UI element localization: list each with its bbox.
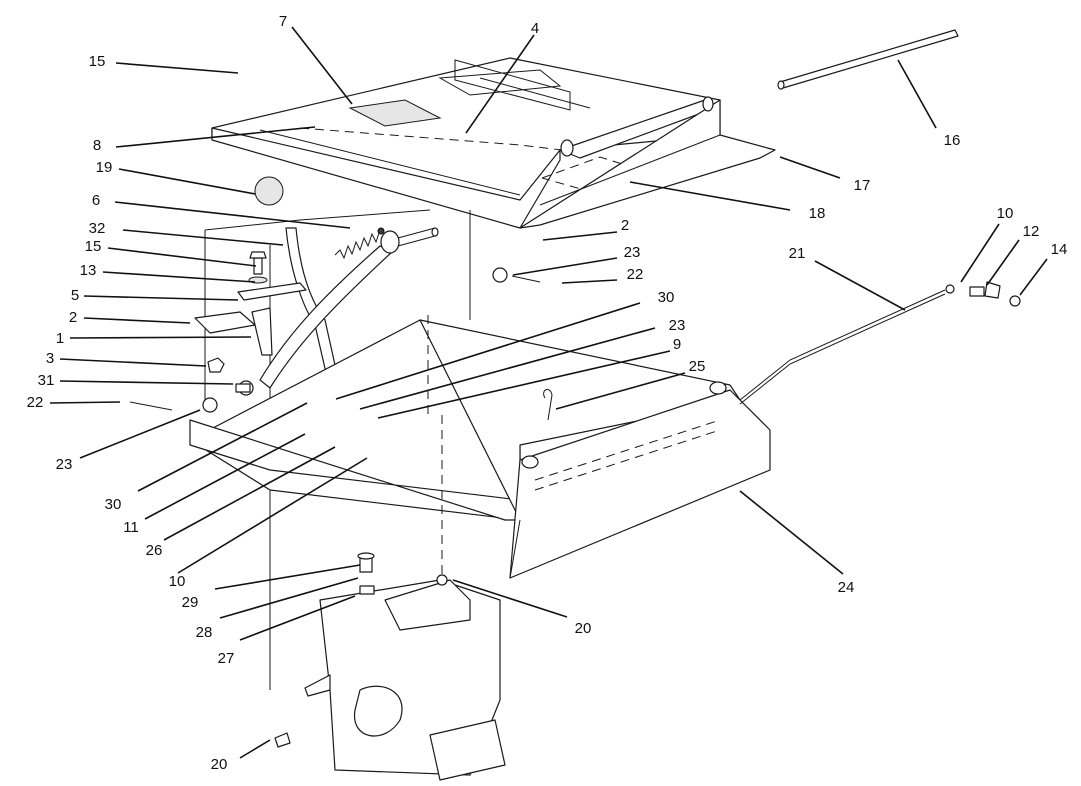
callout-6: 6 xyxy=(92,192,100,209)
callout-20-center: 20 xyxy=(575,620,592,637)
callout-23-left: 23 xyxy=(56,456,73,473)
callout-7: 7 xyxy=(279,13,287,30)
callout-labels: 15 7 4 8 19 6 32 15 13 5 2 1 3 31 22 23 … xyxy=(27,13,1068,773)
callout-19: 19 xyxy=(96,159,113,176)
callout-22-right: 22 xyxy=(627,266,644,283)
spring xyxy=(334,227,385,260)
callout-30-right: 30 xyxy=(658,289,675,306)
callout-13: 13 xyxy=(80,262,97,279)
callout-10-left: 10 xyxy=(169,573,186,590)
seat-rail xyxy=(519,96,776,229)
callout-31: 31 xyxy=(38,372,55,389)
callout-4: 4 xyxy=(531,20,539,37)
callout-17: 17 xyxy=(854,177,871,194)
callout-14: 14 xyxy=(1051,241,1068,258)
callout-9: 9 xyxy=(673,336,681,353)
callout-2-left: 2 xyxy=(69,309,77,326)
callout-29: 29 xyxy=(182,594,199,611)
callout-21: 21 xyxy=(789,245,806,262)
adjustment-rod xyxy=(777,29,959,90)
callout-3: 3 xyxy=(46,350,54,367)
callout-22-left: 22 xyxy=(27,394,44,411)
callout-24: 24 xyxy=(838,579,855,596)
callout-11: 11 xyxy=(123,519,139,536)
linkage-rod xyxy=(739,281,1021,405)
callout-10-right: 10 xyxy=(997,205,1014,222)
callout-16: 16 xyxy=(944,132,961,149)
leader-lines xyxy=(49,26,1048,759)
callout-26: 26 xyxy=(146,542,163,559)
seat-plate xyxy=(211,57,721,229)
callout-25: 25 xyxy=(689,358,706,375)
callout-28: 28 xyxy=(196,624,213,641)
callout-30-left: 30 xyxy=(105,496,122,513)
chassis-frame xyxy=(274,315,506,781)
callout-12: 12 xyxy=(1023,223,1040,240)
callout-18: 18 xyxy=(809,205,826,222)
callout-15-mid: 15 xyxy=(85,238,102,255)
callout-23-right: 23 xyxy=(624,244,641,261)
lever-handle xyxy=(259,227,439,413)
callout-15-top: 15 xyxy=(89,53,106,70)
knob xyxy=(254,176,284,206)
callout-23-mid: 23 xyxy=(669,317,686,334)
callout-5: 5 xyxy=(71,287,79,304)
callout-8: 8 xyxy=(93,137,101,154)
diagram-artwork xyxy=(129,29,1021,781)
callout-32: 32 xyxy=(89,220,106,237)
callout-1: 1 xyxy=(56,330,64,347)
callout-27: 27 xyxy=(218,650,235,667)
latch-assembly xyxy=(194,251,307,373)
callout-20-bottom: 20 xyxy=(211,756,228,773)
callout-2-right: 2 xyxy=(621,217,629,234)
